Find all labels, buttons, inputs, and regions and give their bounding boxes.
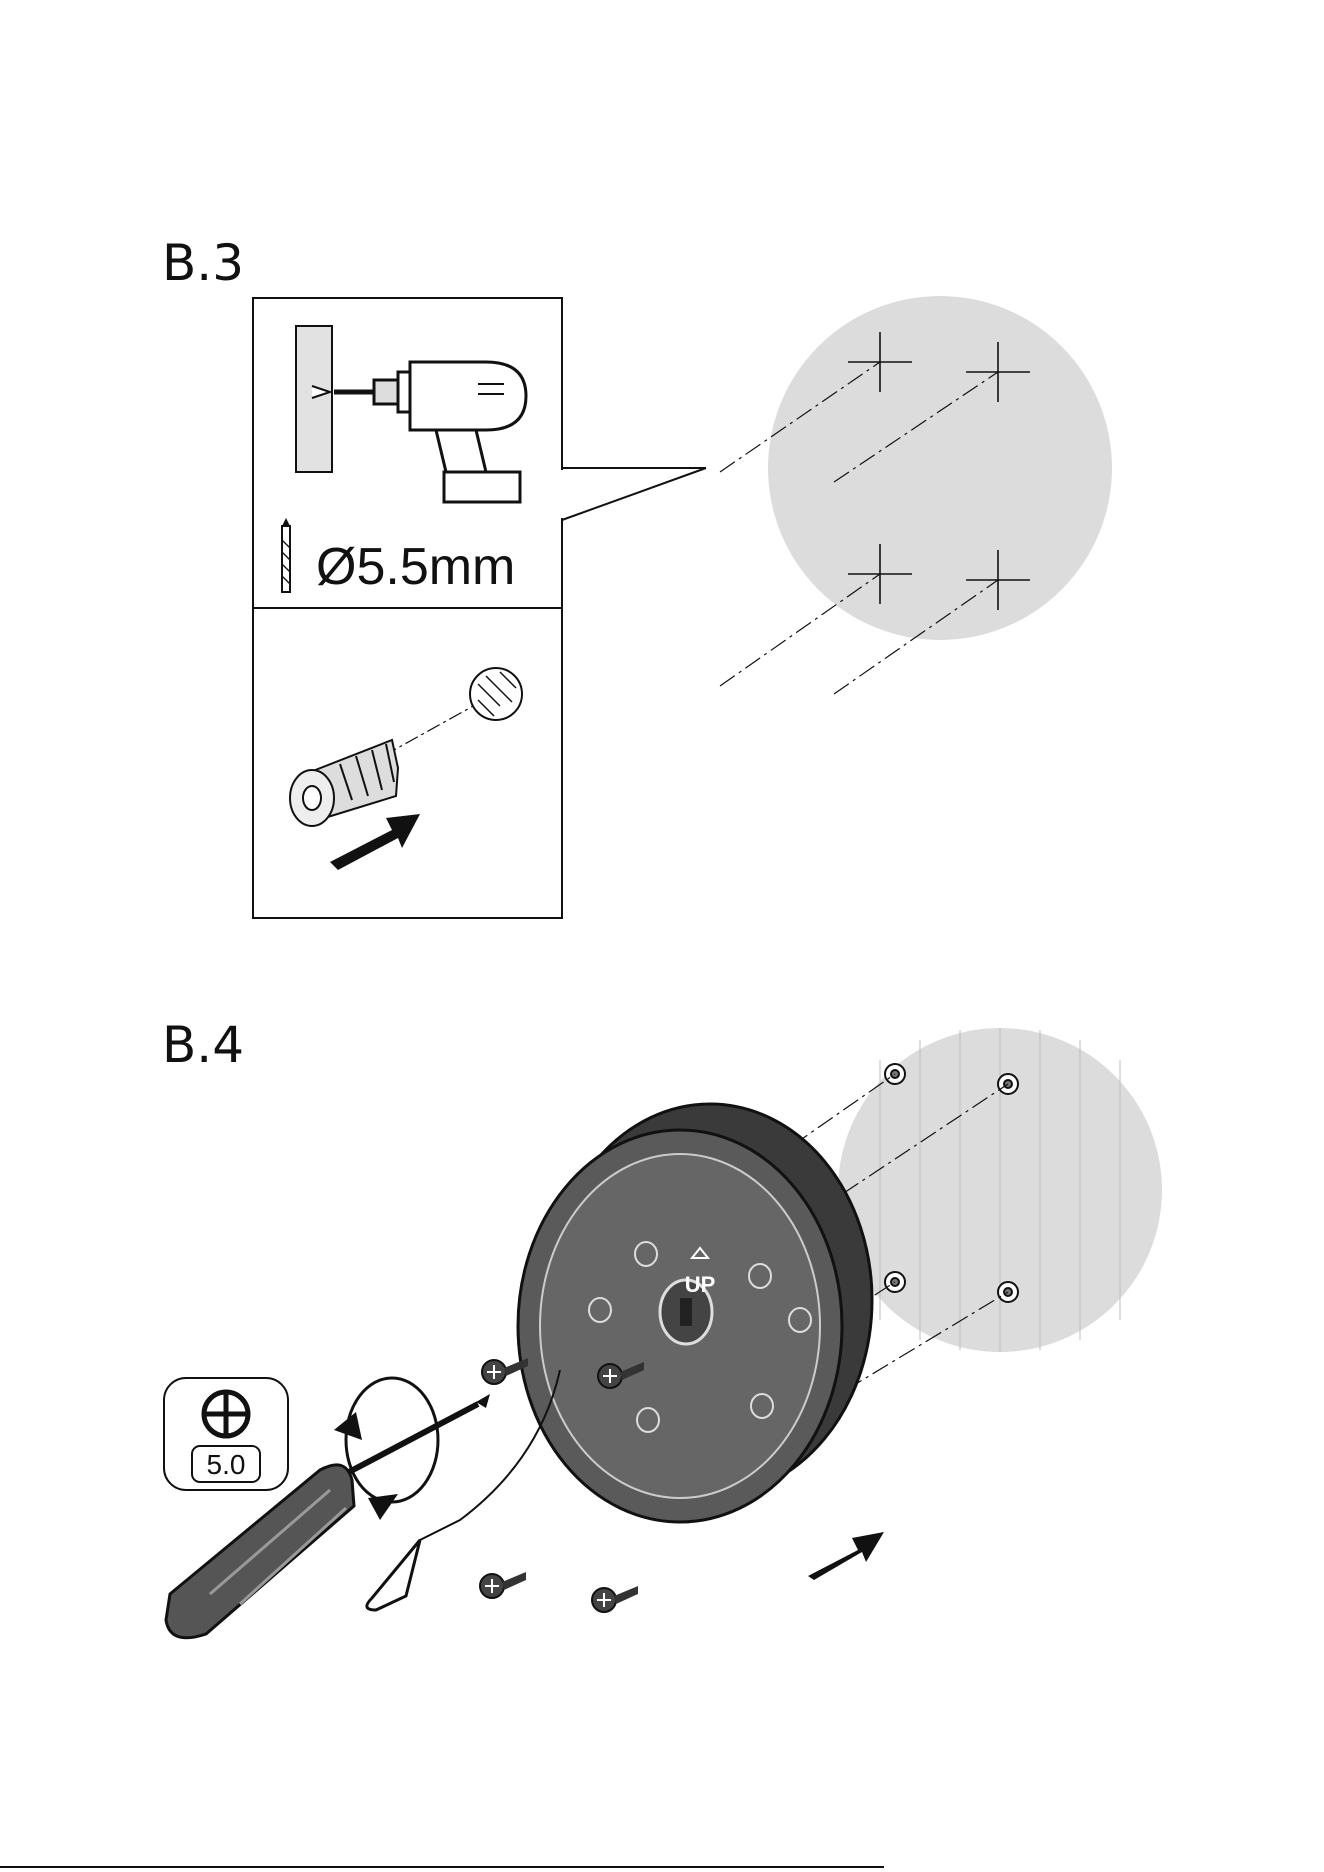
screwdriver-size-label: 5.0 (207, 1449, 246, 1480)
cable-loop (367, 1540, 420, 1610)
wall-area-circle (768, 296, 1112, 640)
step-b4-illustration: UP (164, 1028, 1162, 1638)
up-mark-label: UP (685, 1272, 716, 1297)
drill-bit-icon (282, 518, 290, 592)
wall-section (296, 326, 332, 472)
junction-base: UP (518, 1104, 872, 1522)
drill-size-label: Ø5.5mm (316, 538, 515, 596)
push-arrow-icon (808, 1532, 884, 1580)
page-bottom-rule (0, 1866, 884, 1868)
screwdriver-size-badge: 5.0 (164, 1378, 288, 1490)
step-b3-illustration: Ø5.5mm (253, 296, 1112, 918)
